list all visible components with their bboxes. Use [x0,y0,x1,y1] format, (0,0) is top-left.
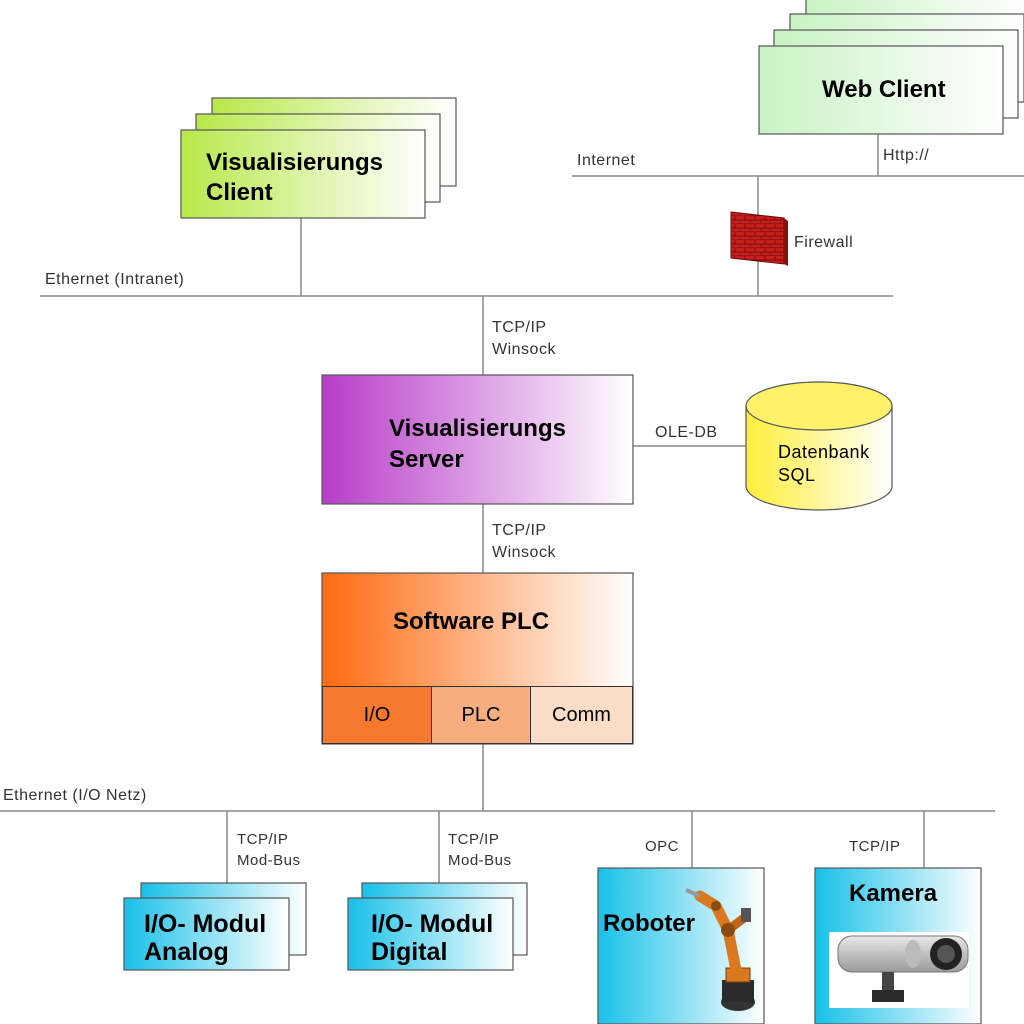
software-plc-title: Software PLC [393,608,550,635]
winsock-label-lower: Winsock [492,544,556,561]
tcpip-label-analog: TCP/IP [237,831,289,848]
opc-label: OPC [645,838,680,855]
camera-title: Kamera [849,880,938,907]
camera-icon [829,932,969,1008]
vis-server-title-line2: Server [389,446,464,473]
vis-client-stack [180,97,457,219]
ole-db-label: OLE-DB [655,424,718,441]
network-lines [0,134,1024,898]
tcpip-label-lower: TCP/IP [492,522,547,539]
vis-server-title-line1: Visualisierungs [389,415,566,442]
modbus-label-digital: Mod-Bus [448,852,512,869]
plc-cell-comm: Comm [530,686,633,744]
ethernet-io-label: Ethernet (I/O Netz) [3,787,147,804]
tcpip-label-digital: TCP/IP [448,831,500,848]
io-digital-box [347,897,514,971]
plc-cell-plc: PLC [431,686,531,744]
http-label: Http:// [883,147,930,164]
io-digital-stack [347,882,528,971]
plc-cell-io: I/O [322,686,432,744]
database-cylinder [745,381,893,511]
robot-title: Roboter [603,910,695,937]
web-client-box [758,45,1004,135]
vis-client-box [180,129,426,219]
web-client-stack [758,0,1024,135]
winsock-label-upper: Winsock [492,341,556,358]
ethernet-intranet-label: Ethernet (Intranet) [45,271,185,288]
database-label-line1: Datenbank [778,442,870,462]
io-analog-title-line2: Analog [144,938,229,966]
database-label-line2: SQL [778,465,816,485]
industrial-robot-icon [685,888,755,1011]
tcpip-label-camera: TCP/IP [849,838,901,855]
io-analog-title-line1: I/O- Modul [144,910,267,938]
firewall-icon [730,211,788,266]
firewall-label: Firewall [794,234,854,251]
vis-server-box [321,374,634,505]
io-analog-stack [123,882,307,971]
io-digital-title-line2: Digital [371,938,448,966]
io-digital-title-line1: I/O- Modul [371,910,494,938]
vis-client-title-line2: Client [206,179,273,206]
io-analog-box [123,897,290,971]
web-client-title: Web Client [822,76,946,103]
vis-client-title-line1: Visualisierungs [206,149,383,176]
internet-label: Internet [577,152,636,169]
modbus-label-analog: Mod-Bus [237,852,301,869]
tcpip-label-upper: TCP/IP [492,319,547,336]
